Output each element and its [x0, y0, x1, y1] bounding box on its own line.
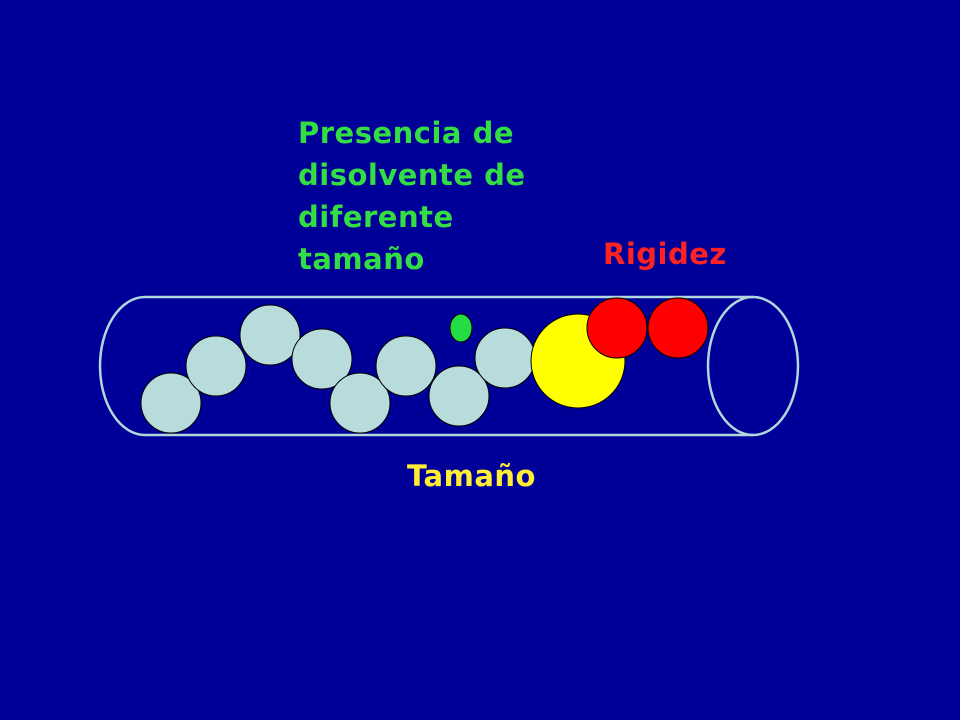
solvent-label: Presencia de disolvente de diferente tam…	[298, 112, 526, 280]
solvent-label-line: tamaño	[298, 242, 425, 276]
size-label: Tamaño	[407, 459, 536, 493]
rigid-particle	[647, 297, 709, 359]
rigidity-label: Rigidez	[603, 237, 727, 271]
rigid-particle	[586, 297, 648, 359]
particle	[474, 327, 536, 389]
solvent-particle	[449, 313, 473, 343]
particles	[140, 304, 536, 434]
tube-right-opening	[706, 295, 800, 437]
particle	[291, 328, 353, 390]
tube	[98, 295, 800, 437]
tube-left-end	[98, 295, 146, 437]
solvent-label-line: diferente	[298, 200, 454, 234]
particle	[185, 335, 247, 397]
solvent-label-line: Presencia de	[298, 116, 515, 150]
particle	[375, 335, 437, 397]
particle	[428, 365, 490, 427]
particle	[239, 304, 301, 366]
particle	[329, 372, 391, 434]
solvent-label-line: disolvente de	[298, 158, 526, 192]
rigid-particles	[586, 297, 709, 359]
particle	[140, 372, 202, 434]
